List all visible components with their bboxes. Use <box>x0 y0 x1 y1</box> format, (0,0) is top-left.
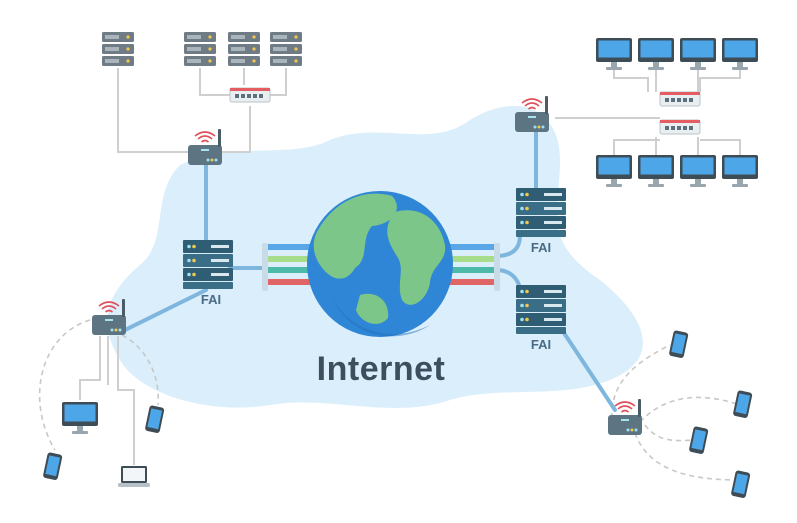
monitor-icon <box>638 155 674 187</box>
isp-label-left: FAI <box>200 292 222 307</box>
cable-bundle-left <box>262 243 314 291</box>
monitor-icon <box>596 38 632 70</box>
monitor-icon <box>638 38 674 70</box>
wired-links-bottom-left <box>79 336 135 465</box>
server-icon <box>102 32 134 66</box>
phone-icon <box>688 426 709 455</box>
phone-icon <box>730 470 751 499</box>
server-icon <box>270 32 302 66</box>
phone-icon <box>42 452 63 481</box>
router-icon <box>514 95 550 133</box>
switch-icon <box>659 119 701 135</box>
router-icon <box>187 128 223 166</box>
server-icon <box>184 32 216 66</box>
switch-icon <box>659 91 701 107</box>
isp-label-right-top: FAI <box>530 240 552 255</box>
phone-icon <box>732 390 753 419</box>
cable-bundle-right <box>448 243 500 291</box>
monitor-icon <box>680 38 716 70</box>
monitor-icon <box>680 155 716 187</box>
isp-label-right-bottom: FAI <box>530 337 552 352</box>
server-icon <box>228 32 260 66</box>
wired-links-top-right <box>555 62 741 155</box>
monitor-icon <box>62 402 98 434</box>
switch-icon <box>229 87 271 103</box>
wired-links-top-left <box>117 68 287 153</box>
monitor-icon <box>722 38 758 70</box>
internet-label: Internet <box>316 350 446 388</box>
phone-icon <box>668 330 689 359</box>
phone-icon <box>144 405 165 434</box>
monitor-icon <box>596 155 632 187</box>
monitor-icon <box>722 155 758 187</box>
laptop-icon <box>118 466 150 487</box>
globe-icon <box>307 191 453 337</box>
